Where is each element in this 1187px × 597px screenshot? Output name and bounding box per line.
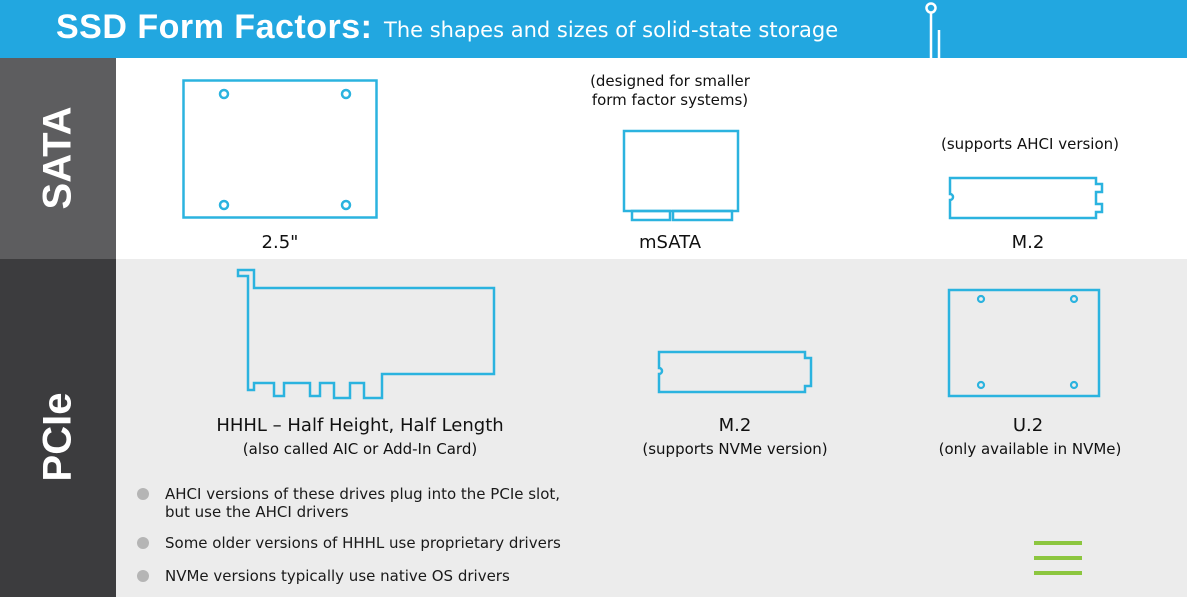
header-banner: SSD Form Factors: The shapes and sizes o… [0,0,1187,58]
pcie-section-label: PCIe [35,392,80,482]
bullet-item: NVMe versions typically use native OS dr… [137,567,510,585]
pcie-section-band: PCIe [0,259,116,597]
msata-note-line-2: form factor systems) [591,91,749,109]
bullet-dot-icon [137,537,149,549]
menu-bar-line [1034,571,1082,575]
msata-note-line-1: (designed for smaller [590,72,750,90]
drive-2-5-inch-diagram [182,79,378,219]
hamburger-menu-icon[interactable] [1028,536,1088,580]
sata-m2-card-diagram [948,176,1104,220]
bullet-item: AHCI versions of these drives plug into … [137,485,561,521]
u2-drive-diagram [947,288,1101,398]
bullet-dot-icon [137,570,149,582]
menu-bar-line [1034,556,1082,560]
u2-label: U.2 [1012,415,1044,436]
usb-plug-icon [925,2,941,58]
pcie-m2-card-diagram [657,350,813,394]
sata-row [116,58,1187,259]
page-subtitle: The shapes and sizes of solid-state stor… [384,18,839,42]
pcie-m2-note: (supports NVMe version) [642,440,828,458]
hhhl-note: (also called AIC or Add-In Card) [242,440,478,458]
sata-section-band: SATA [0,58,116,259]
bullet-text-line: NVMe versions typically use native OS dr… [165,567,510,585]
u2-note: (only available in NVMe) [938,440,1122,458]
bullet-text-line: Some older versions of HHHL use propriet… [165,534,561,552]
sata-m2-label: M.2 [1011,232,1045,253]
pcie-row [116,259,1187,597]
bullet-text-line: AHCI versions of these drives plug into … [165,485,561,503]
bullet-item: Some older versions of HHHL use propriet… [137,534,561,552]
msata-note: (designed for smaller form factor system… [570,72,770,110]
hhhl-card-diagram [236,268,496,400]
pcie-m2-label: M.2 [718,415,752,436]
hhhl-label: HHHL – Half Height, Half Length [216,415,504,436]
sata-section-label: SATA [35,106,80,210]
sata-m2-note: (supports AHCI version) [940,135,1120,153]
menu-bar-line [1034,541,1082,545]
msata-label: mSATA [638,232,702,253]
drive-2-5-inch-label: 2.5" [261,232,299,253]
msata-card-diagram [622,129,740,222]
page-title: SSD Form Factors: [56,8,373,46]
bullet-dot-icon [137,488,149,500]
bullet-text-line: but use the AHCI drivers [165,503,349,521]
